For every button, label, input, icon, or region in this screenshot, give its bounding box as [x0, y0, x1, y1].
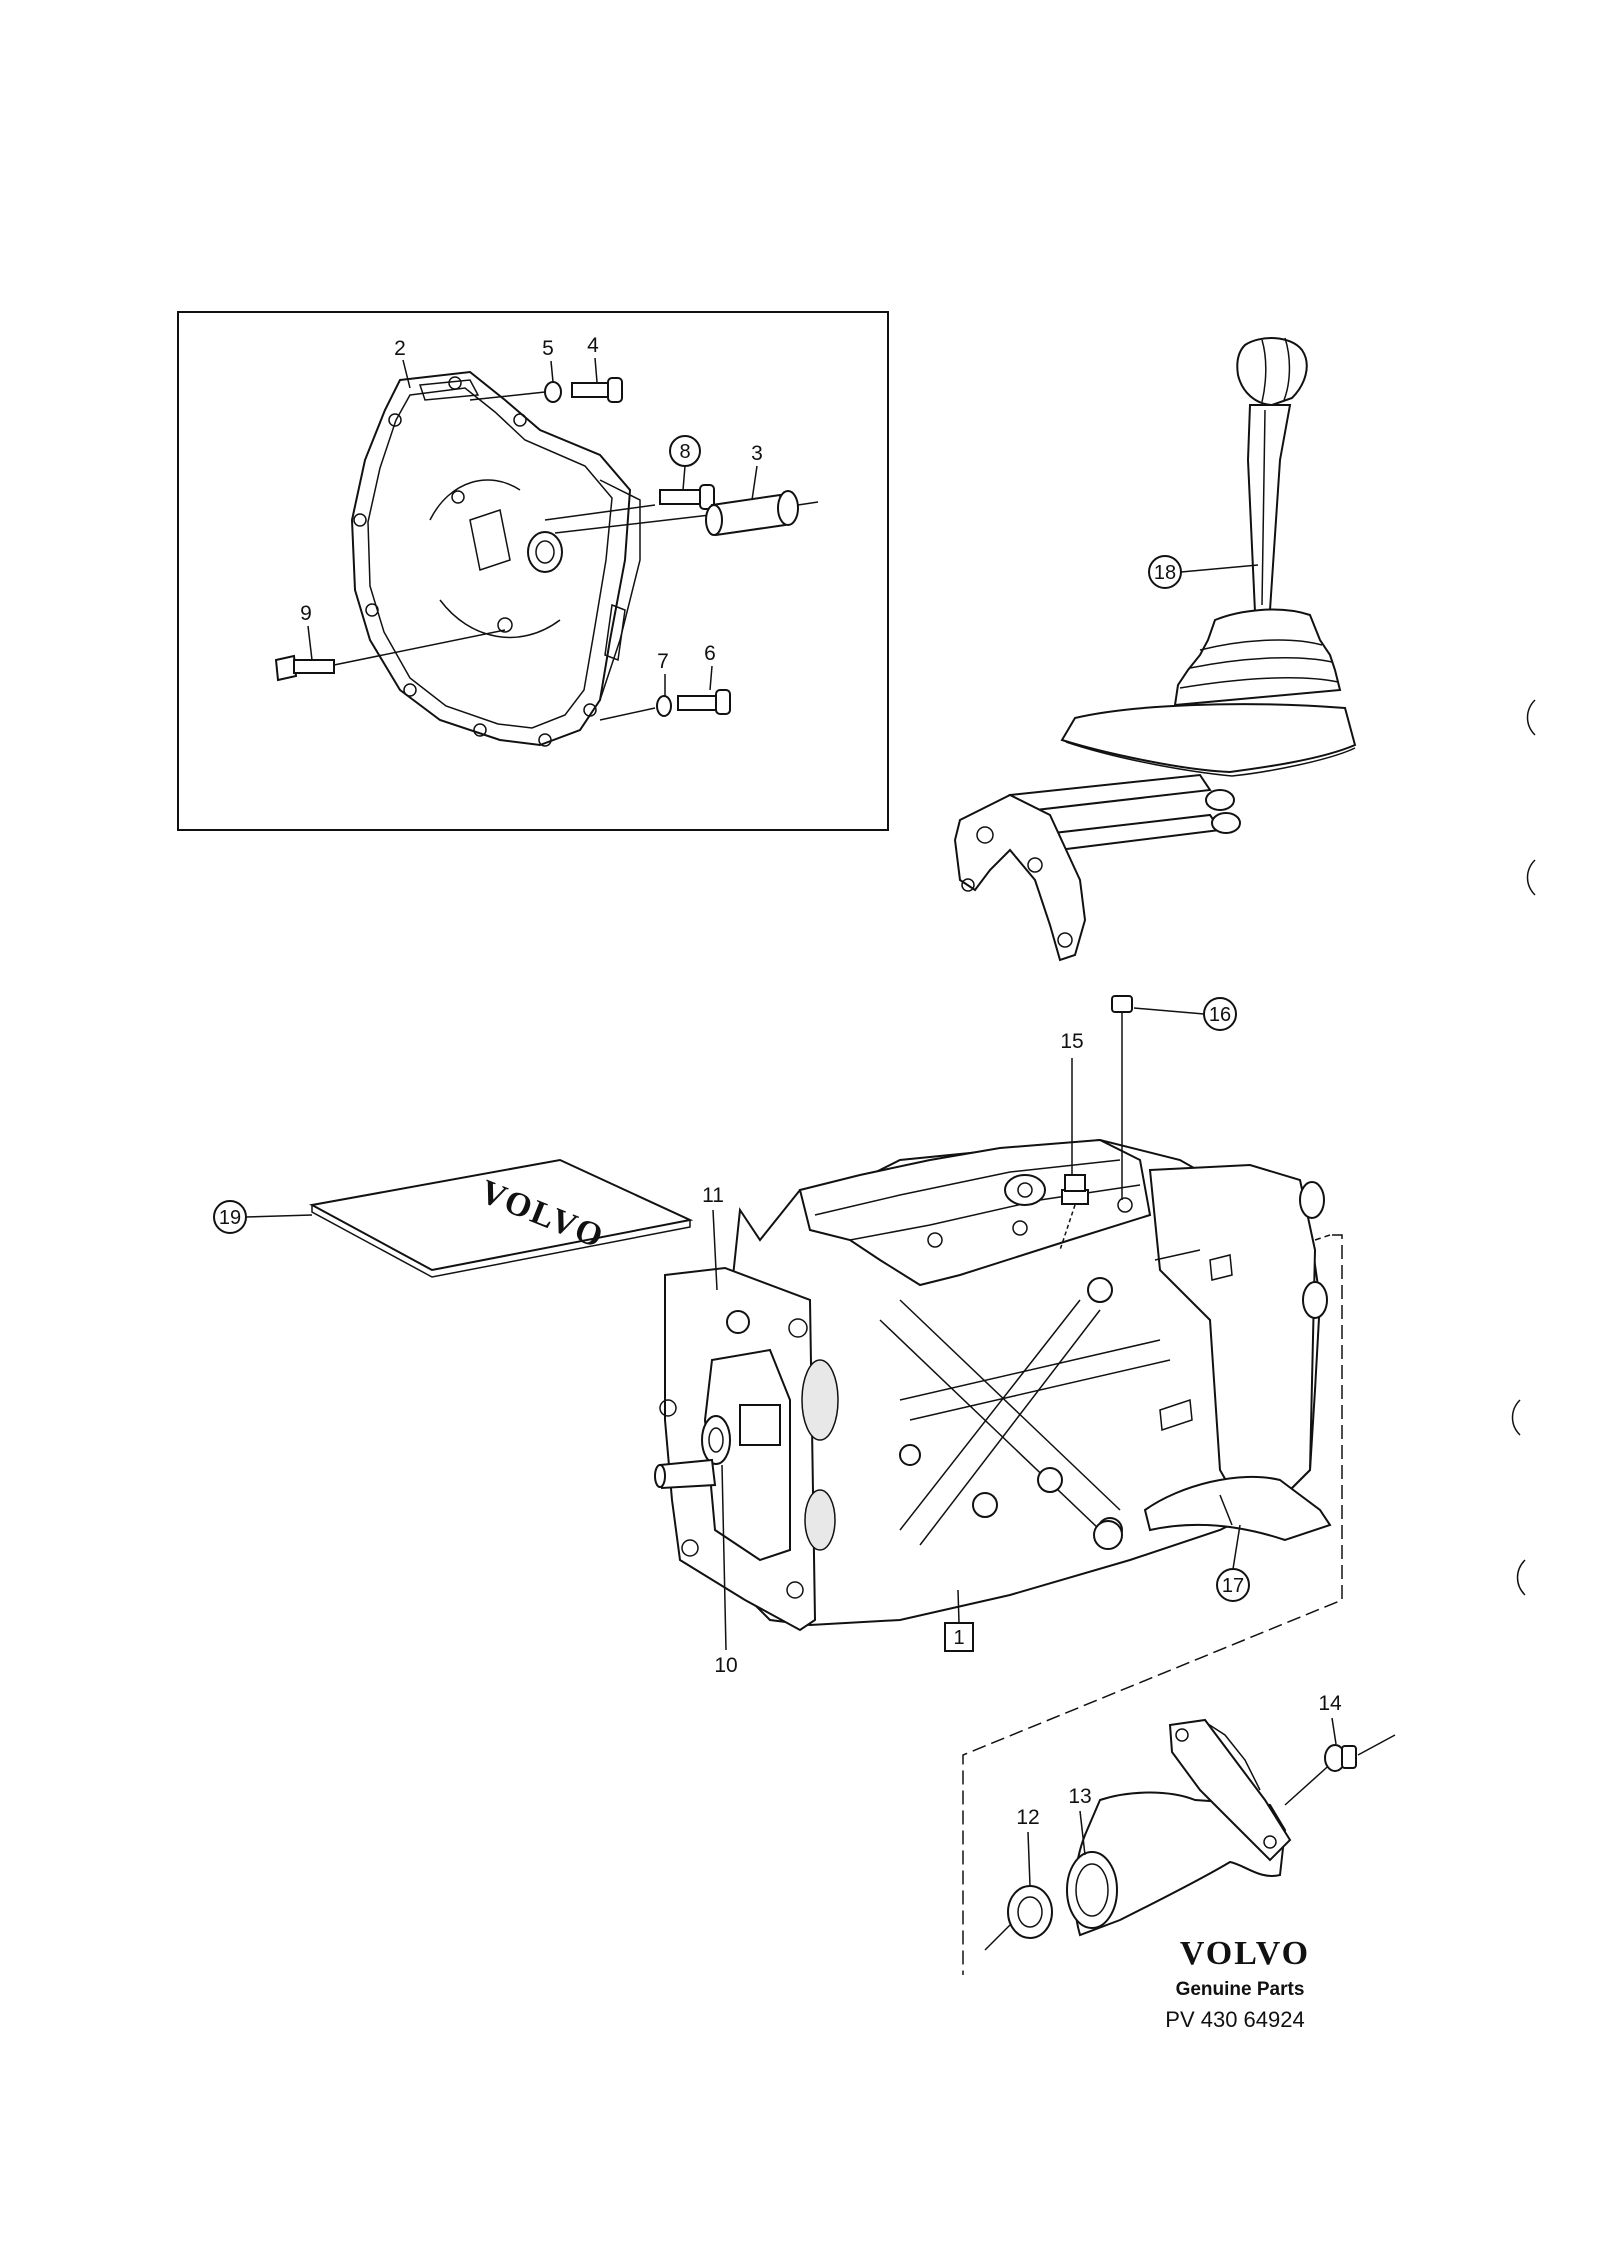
- clutch-housing-drawing: [350, 370, 641, 747]
- part-label-18: 18: [1154, 562, 1176, 584]
- illustration-reference: PV 430 64924: [1165, 2007, 1304, 2032]
- reverse-light-switch-15-drawing: [1059, 1174, 1089, 1251]
- inset-labels: 2 5 4 8 3 9 7 6: [300, 334, 763, 697]
- part-label-11: 11: [702, 1184, 724, 1207]
- part-label-8: 8: [679, 441, 690, 463]
- part-label-12: 12: [1016, 1806, 1039, 1829]
- bolt-16-drawing: [1111, 995, 1133, 1200]
- part-label-17: 17: [1222, 1575, 1244, 1597]
- brand-block: VOLVO Genuine Parts PV 430 64924: [1165, 1935, 1310, 2032]
- clutch-housing-inset: 2 5 4 8 3 9 7 6: [177, 311, 889, 831]
- part-label-2: 2: [394, 337, 406, 360]
- part-label-3: 3: [751, 442, 763, 465]
- brand-subtitle: Genuine Parts: [1176, 1979, 1305, 2000]
- part-label-16: 16: [1209, 1004, 1231, 1026]
- part-label-19: 19: [219, 1207, 241, 1229]
- edge-marks: [1511, 699, 1536, 1596]
- volvo-logo: VOLVO: [1180, 1935, 1310, 1972]
- part-label-15: 15: [1060, 1030, 1083, 1053]
- part-label-1: 1: [953, 1627, 964, 1649]
- part-label-10: 10: [714, 1654, 737, 1677]
- part-label-14: 14: [1318, 1692, 1342, 1715]
- bolt-9-drawing: [274, 629, 506, 682]
- rear-extension-group: [962, 1234, 1396, 1975]
- part-label-4: 4: [587, 334, 599, 357]
- part-label-5: 5: [542, 337, 554, 360]
- guide-sleeve-3-drawing: [554, 490, 819, 537]
- gearbox-assembly: [654, 1138, 1332, 1632]
- part-label-7: 7: [657, 650, 669, 673]
- part-label-6: 6: [704, 642, 716, 665]
- bolt-4-drawing: [469, 377, 623, 403]
- main-labels: 19 11 10 1 15 16 17 14 13 12: [213, 997, 1342, 1887]
- part-label-13: 13: [1068, 1785, 1091, 1808]
- owners-manual-19-drawing: VOLVO: [309, 1158, 694, 1278]
- bolt-8-drawing: [544, 484, 715, 521]
- part-label-9: 9: [300, 602, 312, 625]
- gear-lever-assembly: 18: [953, 337, 1357, 962]
- bolt-6-drawing: [599, 689, 731, 721]
